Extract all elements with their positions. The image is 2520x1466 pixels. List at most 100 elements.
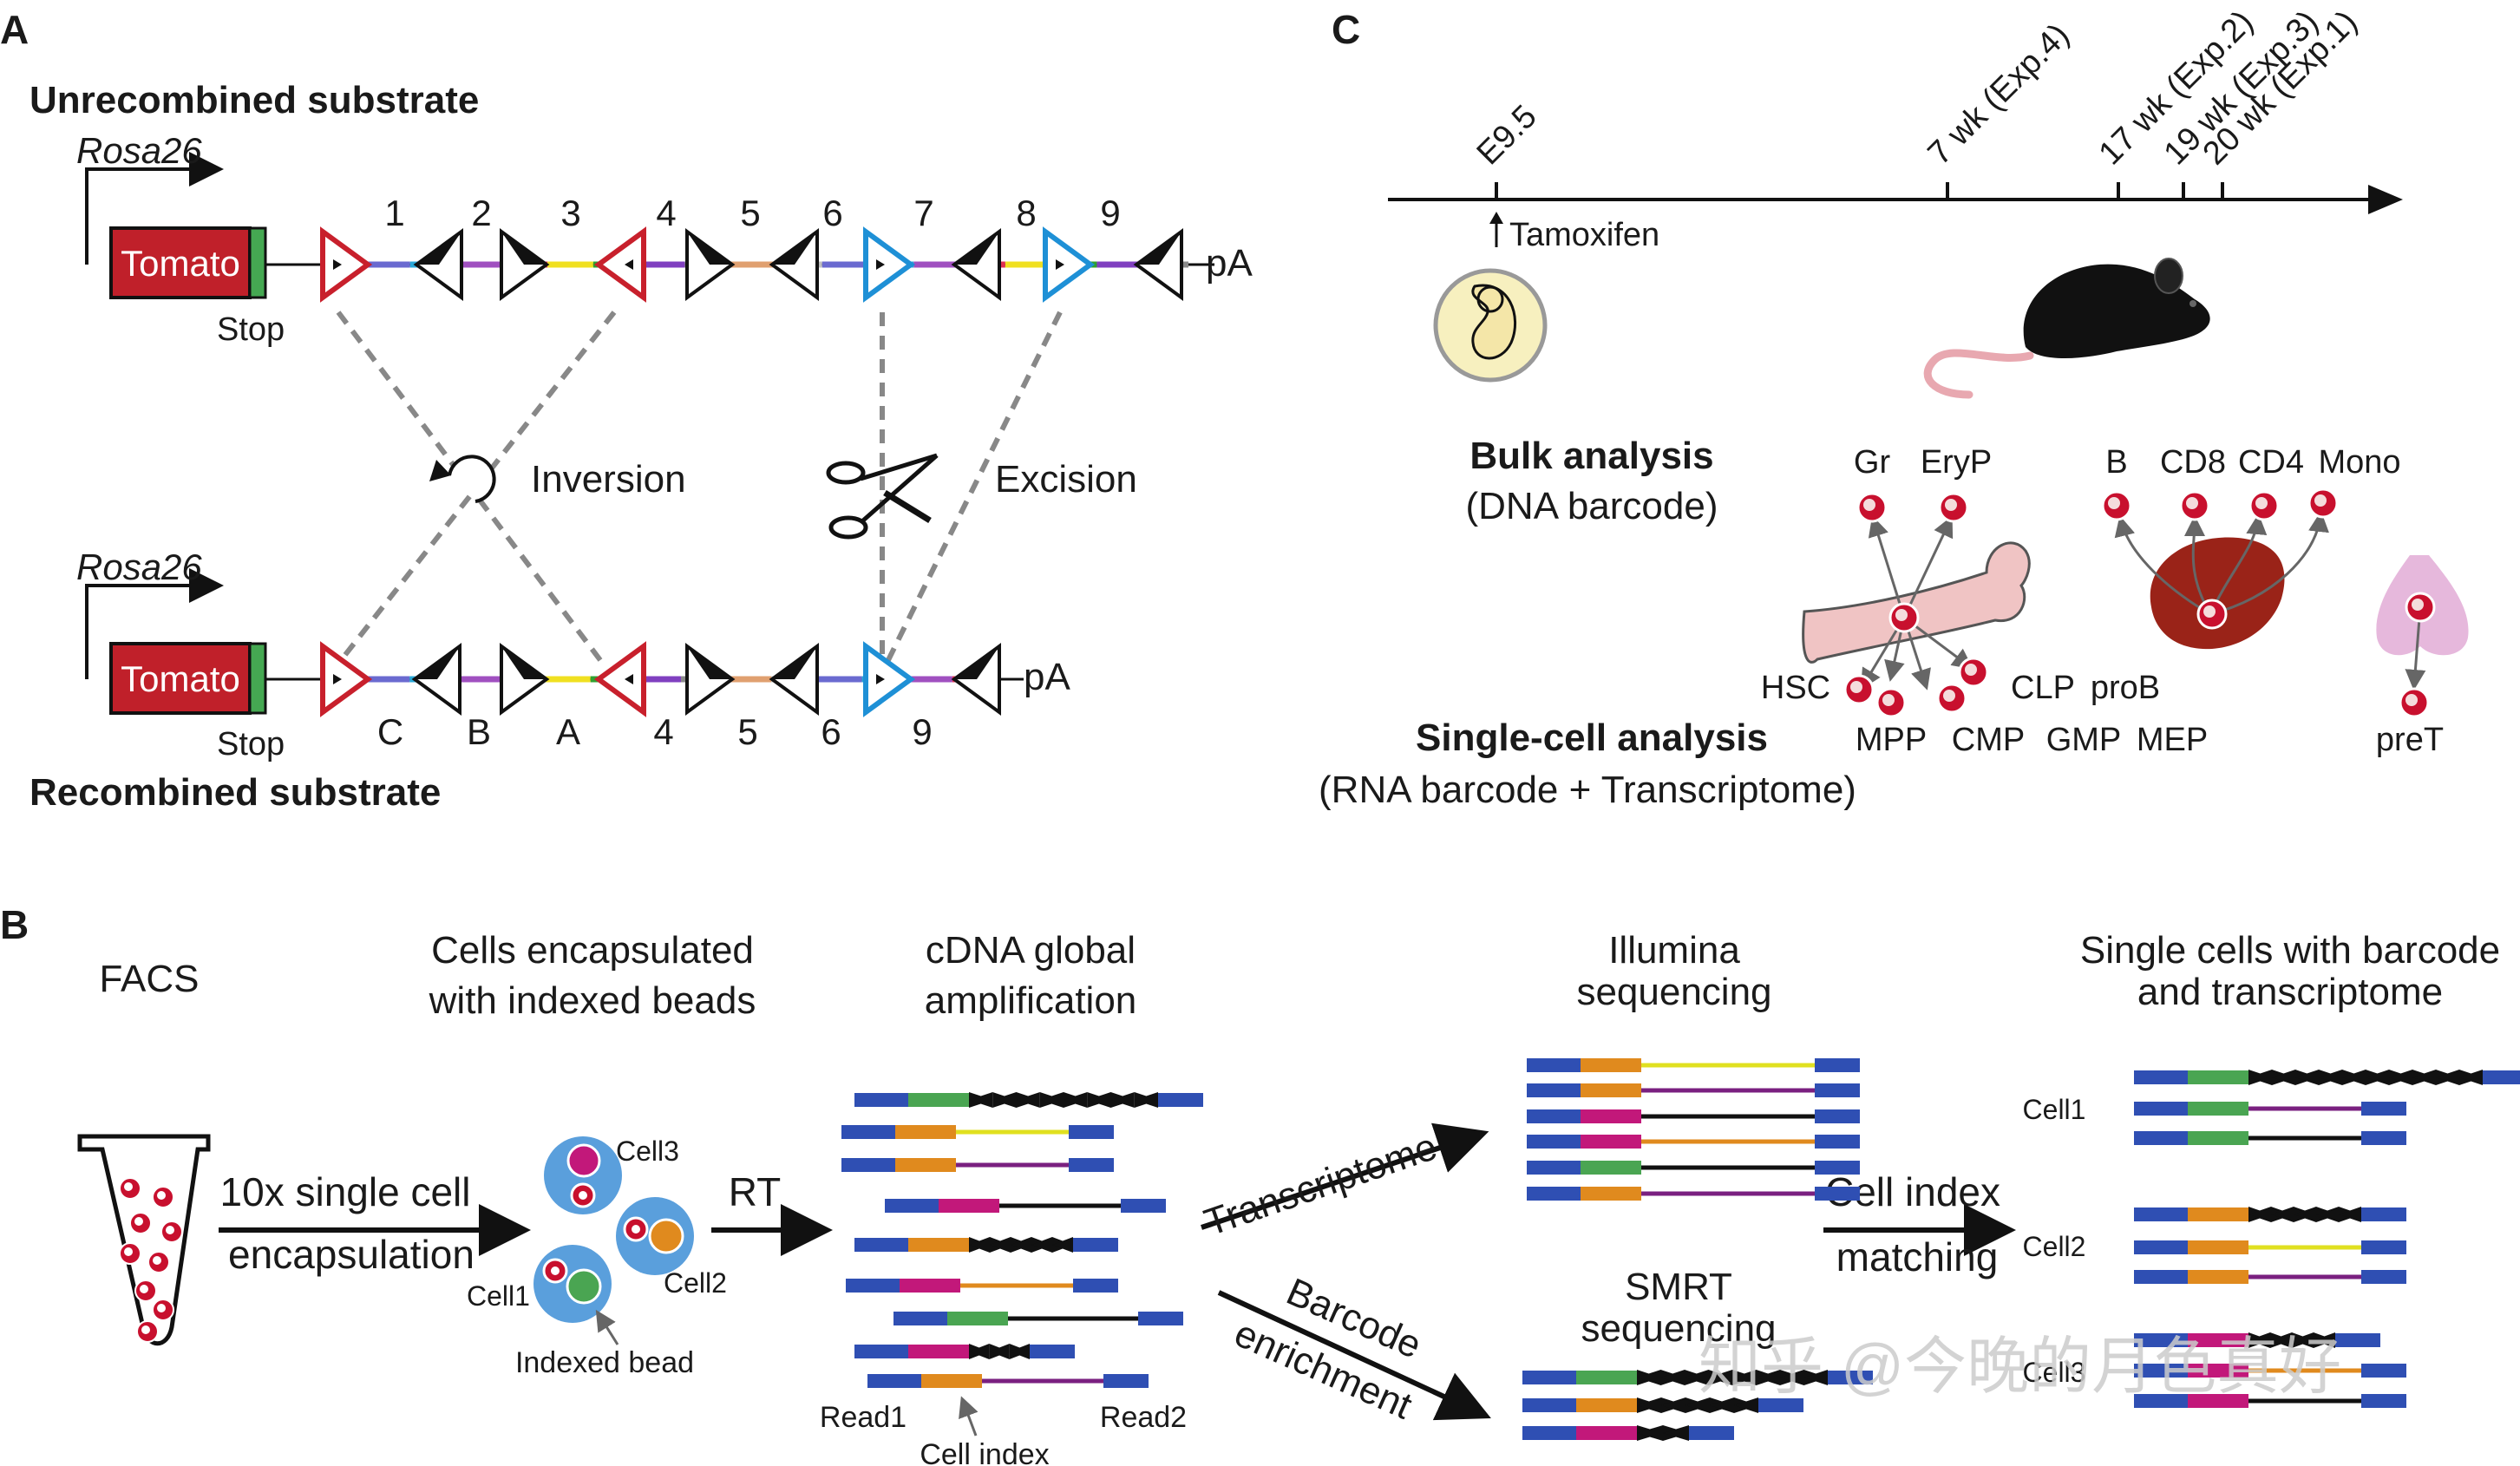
barcode-mark	[1134, 1092, 1158, 1108]
timepoint-label: 7 wk (Exp.4)	[1921, 16, 2077, 172]
barcode-mark	[1780, 1370, 1804, 1385]
read-adapter	[2134, 1270, 2188, 1284]
read-adapter	[1815, 1187, 1860, 1201]
barcode-mark	[1637, 1397, 1661, 1413]
read-index	[921, 1374, 982, 1388]
tamoxifen-label: Tamoxifen	[1509, 217, 1659, 253]
read-adapter	[1073, 1279, 1118, 1293]
smrt-title: sequencing	[1581, 1307, 1776, 1350]
barcode-mark	[1087, 1092, 1111, 1108]
loxp-fill	[954, 646, 999, 679]
read-index	[2188, 1070, 2248, 1084]
promoter-arrow	[85, 152, 224, 265]
site-label: 4	[653, 711, 673, 752]
site-number: 7	[913, 193, 933, 233]
barcode-mark	[2389, 1070, 2412, 1085]
loxp-dot	[333, 674, 342, 684]
tamoxifen-marker: Tamoxifen	[1489, 212, 1659, 253]
read-adapter	[1527, 1187, 1581, 1201]
tube-cell-core	[141, 1325, 150, 1334]
read-index	[2188, 1131, 2248, 1145]
site-label: 6	[821, 711, 841, 752]
read-index	[1581, 1161, 1641, 1175]
read-index	[1581, 1058, 1641, 1072]
bulk-title: Bulk analysis	[1469, 435, 1713, 477]
site-number: 5	[740, 193, 760, 233]
tube-cell-core	[157, 1191, 166, 1200]
cell-label: Cell2	[664, 1267, 727, 1299]
read-adapter	[1158, 1093, 1203, 1107]
read-index	[1581, 1109, 1641, 1123]
panel-b-letter: B	[0, 902, 29, 947]
read-index	[1581, 1083, 1641, 1097]
read-adapter	[2361, 1270, 2406, 1284]
read-index	[900, 1279, 960, 1293]
read-index	[947, 1312, 1008, 1325]
barcode-mark	[2339, 1207, 2361, 1222]
inversion-group: Inversion	[429, 455, 686, 503]
cell-index-label: Cell index	[920, 1438, 1049, 1466]
stop-label: Stop	[217, 311, 285, 348]
read-adapter	[1815, 1161, 1860, 1175]
read-adapter	[2134, 1207, 2188, 1221]
cdna-title: cDNA global	[926, 929, 1136, 972]
single-cell-analysis: Single-cell analysis (RNA barcode + Tran…	[1319, 717, 1856, 811]
stop-box	[248, 642, 267, 715]
cell-marker-core	[2186, 497, 2198, 509]
read-adapter	[2134, 1394, 2188, 1408]
loxp-dot	[625, 259, 633, 270]
timeline-ticks	[1495, 182, 2224, 200]
read-index	[939, 1199, 999, 1213]
barcode-mark	[1663, 1425, 1689, 1441]
read-adapter	[1758, 1398, 1803, 1412]
polya-label: pA	[1024, 656, 1070, 698]
single-cell-labels: HSC CLP proB MPP CMP GMP MEP preT	[1761, 670, 2444, 758]
read-adapter	[841, 1125, 895, 1139]
read-index	[1581, 1187, 1641, 1201]
site-number: 4	[656, 193, 676, 233]
read-adapter	[846, 1279, 900, 1293]
read-adapter	[1527, 1109, 1581, 1123]
loxp-fill	[954, 232, 999, 265]
tube-cell-core	[124, 1247, 133, 1256]
cell-label: Cell1	[467, 1280, 530, 1312]
barcode-mark	[2314, 1332, 2335, 1348]
flow-arrows	[219, 1122, 2016, 1421]
read-adapter	[2134, 1364, 2188, 1378]
read-adapter	[1815, 1109, 1860, 1123]
barcode-mark	[969, 1237, 990, 1253]
barcode-mark	[2270, 1332, 2292, 1348]
droplet-cell1	[533, 1245, 612, 1323]
watermark: 知乎 @今晚的月色真好	[1699, 1332, 2341, 1402]
barcode-mark	[1637, 1370, 1661, 1385]
barcode-mark	[2248, 1207, 2271, 1222]
matching-label: matching	[1836, 1234, 1999, 1279]
site-number: 8	[1016, 193, 1036, 233]
spleen-icon	[2150, 537, 2285, 650]
tube-cell-core	[140, 1285, 148, 1293]
barcode-mark	[1031, 1237, 1052, 1253]
read-index	[908, 1345, 969, 1358]
cell-marker-core	[1895, 609, 1908, 621]
loxp-site	[593, 641, 646, 717]
rotate-icon	[429, 455, 496, 503]
barcode-mark	[1661, 1397, 1685, 1413]
rt-label: RT	[729, 1169, 782, 1214]
facs-label: FACS	[100, 958, 200, 1000]
read-adapter	[854, 1345, 908, 1358]
loxp-fill	[501, 232, 547, 265]
bead-pointer	[595, 1309, 619, 1345]
tomato-label: Tomato	[121, 658, 240, 699]
cell-marker-core	[2255, 497, 2268, 509]
top-triangles	[320, 226, 1183, 303]
panel-a-letter: A	[0, 7, 29, 52]
loxp-fill	[1136, 232, 1181, 265]
output-reads	[2134, 1070, 2520, 1408]
read-adapter	[2361, 1102, 2406, 1116]
site-label: 5	[737, 711, 757, 752]
droplet-cell3	[544, 1136, 622, 1214]
cell-type-label: CD8	[2160, 444, 2226, 481]
read-adapter	[854, 1093, 908, 1107]
barcode-mark	[2292, 1332, 2314, 1348]
cell-marker-core	[2314, 494, 2327, 507]
